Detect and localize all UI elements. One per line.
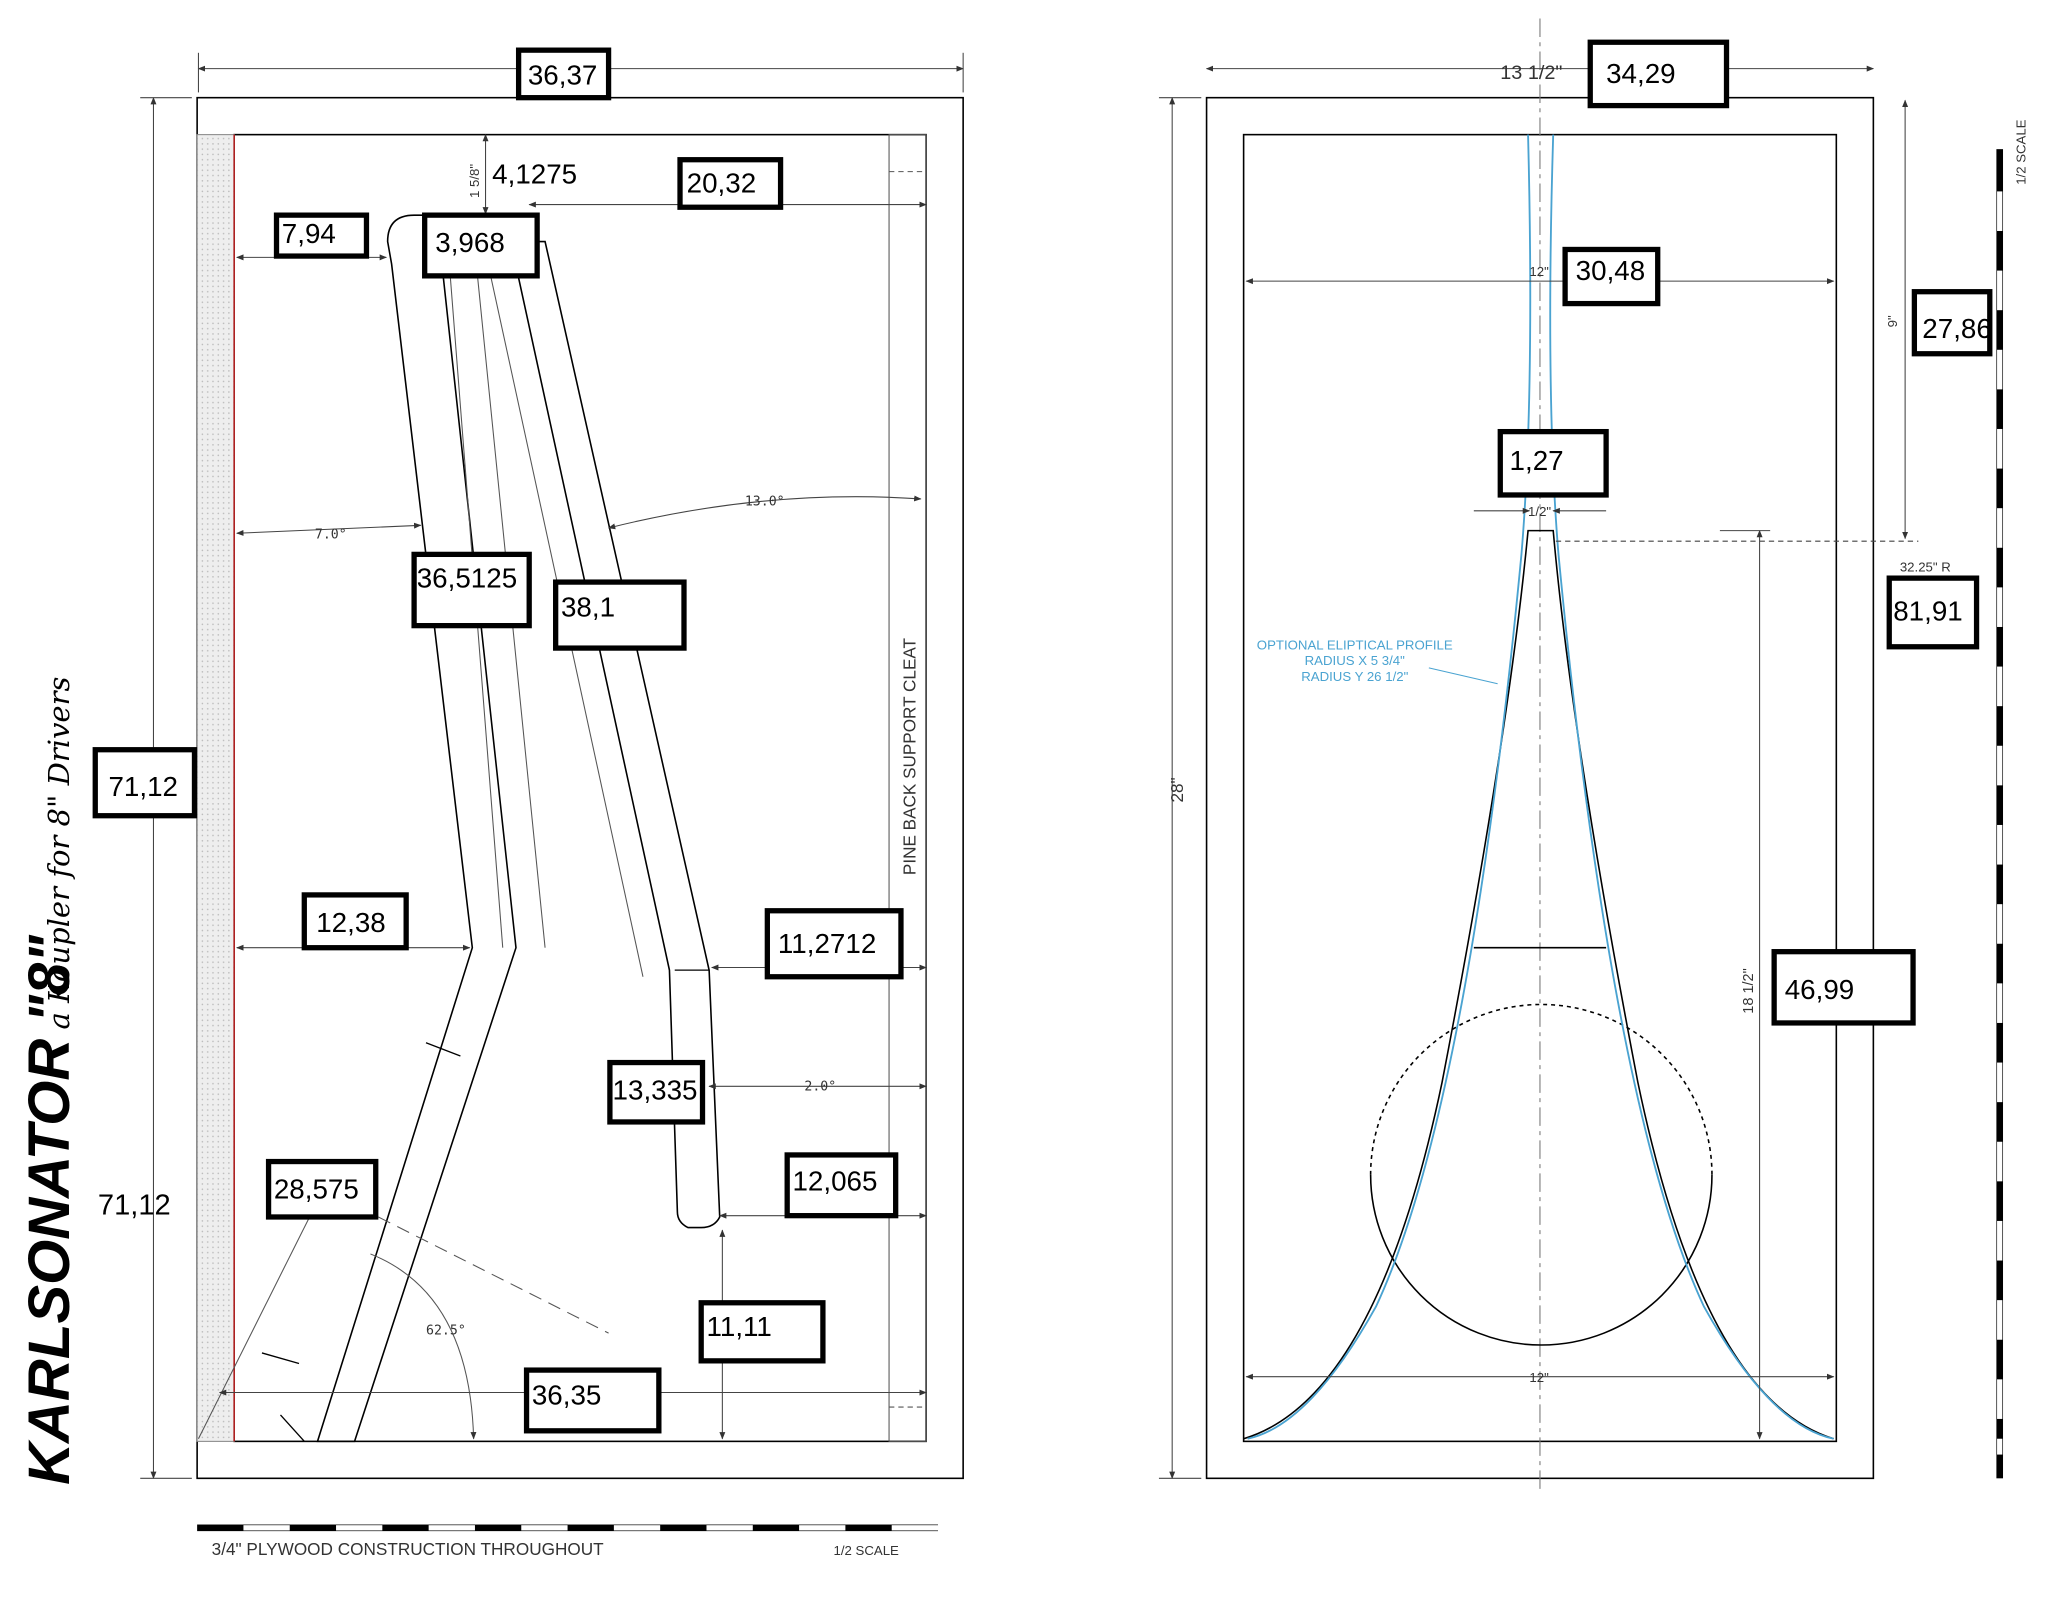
box-36-37 — [515, 47, 612, 101]
front-baffle-panel — [196, 134, 235, 1442]
box-1-27 — [1497, 428, 1609, 498]
box-46-99-value: 46,99 — [1785, 974, 1855, 1005]
box-7-94-value: 7,94 — [282, 218, 336, 249]
box-81-91 — [1886, 575, 1980, 650]
height-plain-label: 71,12 — [98, 1189, 171, 1221]
height-28-label: 28" — [1167, 777, 1187, 802]
cleat-label: PINE BACK SUPPORT CLEAT — [899, 637, 919, 875]
angle-13-label: 13.0° — [745, 495, 785, 510]
radius-label: 32.25" R — [1900, 560, 1951, 575]
box-7-94 — [273, 212, 370, 259]
dim-2-label: 2.0° — [804, 1079, 836, 1094]
inner-bent-panel — [316, 214, 517, 1443]
box-27-86-value: 27,86 — [1922, 313, 1992, 344]
box-71-12-value: 71,12 — [108, 771, 178, 802]
half-inch-label: 1/2" — [1528, 504, 1551, 519]
box-13-335 — [607, 1059, 706, 1125]
box-12-065 — [784, 1152, 899, 1219]
right-scale-label: 1/2 SCALE — [2013, 119, 2028, 184]
box-12-065-value: 12,065 — [792, 1166, 877, 1197]
nine-inch-label: 9" — [1885, 315, 1900, 327]
box-3-968-value: 3,968 — [435, 227, 505, 258]
profile-note-line3: RADIUS Y 26 1/2" — [1301, 669, 1408, 684]
title-group: KARLSONATOR "8" a Koupler for 8" Drivers — [17, 677, 82, 1485]
height-18-label: 18 1/2" — [1741, 968, 1757, 1013]
box-38-1-value: 38,1 — [561, 591, 615, 622]
box-13-335-value: 13,335 — [613, 1075, 698, 1106]
right-view-labels: 13 1/2" 12" 12" 1/2" 9" 32.25" R 28" 18 … — [1167, 62, 2029, 1385]
left-cabinet-inner — [233, 133, 927, 1443]
dimension-boxes — [92, 39, 1993, 1434]
dim-1-5-8-label: 1 5/8" — [467, 164, 482, 198]
box-34-29 — [1587, 39, 1730, 109]
profile-note-line2: RADIUS X 5 3/4" — [1305, 653, 1406, 668]
right-view — [1158, 18, 2004, 1492]
bottom-12-label: 12" — [1529, 1370, 1549, 1385]
right-scale-bar — [1996, 149, 2004, 1479]
dim-4-1275: 4,1275 — [492, 158, 577, 189]
left-scale-bar — [197, 1524, 939, 1532]
title-main: KARLSONATOR "8" — [17, 934, 82, 1485]
box-46-99 — [1771, 949, 1916, 1026]
profile-note-line1: OPTIONAL ELIPTICAL PROFILE — [1257, 637, 1453, 652]
left-view — [140, 52, 964, 1532]
box-3-968 — [422, 212, 540, 279]
box-36-35-value: 36,35 — [532, 1379, 602, 1410]
box-11-11 — [698, 1300, 826, 1364]
box-71-12 — [92, 747, 198, 819]
angle-62-label: 62.5° — [426, 1323, 466, 1338]
box-1-27-value: 1,27 — [1510, 445, 1564, 476]
width-13-label: 13 1/2" — [1500, 62, 1562, 84]
box-30-48 — [1562, 246, 1661, 307]
box-20-32 — [677, 157, 784, 210]
angle-7-label: 7.0° — [315, 528, 347, 543]
box-34-29-value: 34,29 — [1606, 58, 1676, 89]
box-11-2712 — [764, 908, 904, 980]
left-cabinet-outer — [196, 96, 964, 1480]
plywood-note: 3/4" PLYWOOD CONSTRUCTION THROUGHOUT — [212, 1539, 604, 1559]
box-38-1 — [553, 579, 687, 651]
left-scale-label: 1/2 SCALE — [833, 1543, 899, 1558]
dimension-box-values: 36,37 20,32 7,94 3,968 36,5125 38,1 71,1… — [108, 58, 1991, 1410]
box-36-35 — [523, 1367, 662, 1434]
box-28-575 — [265, 1158, 379, 1220]
title-subtitle: a Koupler for 8" Drivers — [42, 677, 76, 1030]
box-11-11-value: 11,11 — [706, 1311, 771, 1342]
box-36-5125-value: 36,5125 — [417, 562, 517, 593]
back-cleat — [888, 134, 927, 1442]
box-12-38-value: 12,38 — [316, 907, 386, 938]
box-28-575-value: 28,575 — [274, 1174, 359, 1205]
profile-note: OPTIONAL ELIPTICAL PROFILE RADIUS X 5 3/… — [1257, 637, 1453, 684]
top-12-label: 12" — [1529, 264, 1549, 279]
left-view-labels: 3/4" PLYWOOD CONSTRUCTION THROUGHOUT 1/2… — [98, 164, 920, 1559]
box-30-48-value: 30,48 — [1576, 255, 1646, 286]
box-27-86 — [1911, 289, 1993, 357]
horn-profile — [1243, 529, 1834, 1440]
box-81-91-value: 81,91 — [1893, 595, 1963, 626]
elliptical-profile — [1247, 134, 1834, 1440]
box-36-37-value: 36,37 — [528, 60, 598, 91]
box-11-2712-value: 11,2712 — [778, 928, 876, 959]
box-12-38 — [301, 892, 409, 951]
box-36-5125 — [411, 551, 532, 629]
box-20-32-value: 20,32 — [687, 168, 757, 199]
